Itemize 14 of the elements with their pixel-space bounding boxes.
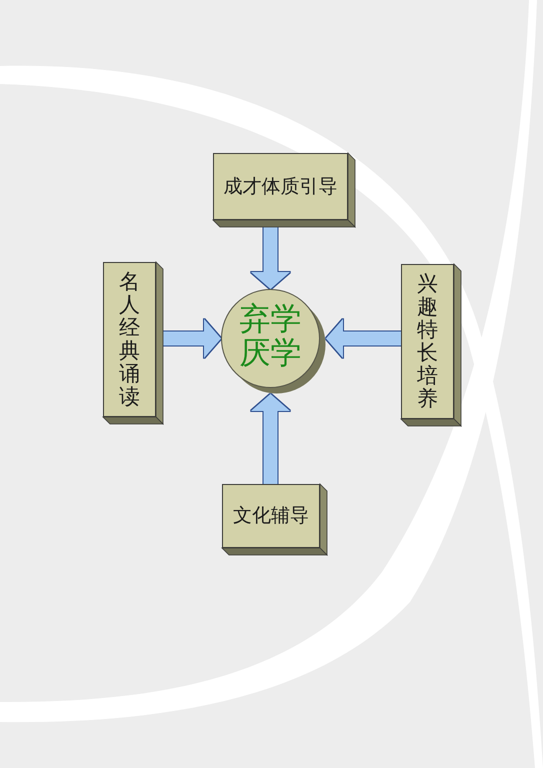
block-arrow xyxy=(251,227,290,289)
block-arrow xyxy=(163,319,221,358)
process-box xyxy=(401,264,461,426)
box-label: 成才体质引导 xyxy=(224,175,338,198)
box-label: 名人经典诵读 xyxy=(119,270,140,409)
box-label: 文化辅导 xyxy=(233,504,309,528)
box-label: 兴趣特长培养 xyxy=(417,272,438,411)
process-box xyxy=(222,484,327,555)
block-arrow xyxy=(251,394,290,484)
center-circle xyxy=(221,289,326,394)
process-box xyxy=(103,262,163,424)
block-arrow xyxy=(326,319,401,358)
process-box xyxy=(213,153,355,227)
circle-label: 弃学厌学 xyxy=(240,301,302,370)
